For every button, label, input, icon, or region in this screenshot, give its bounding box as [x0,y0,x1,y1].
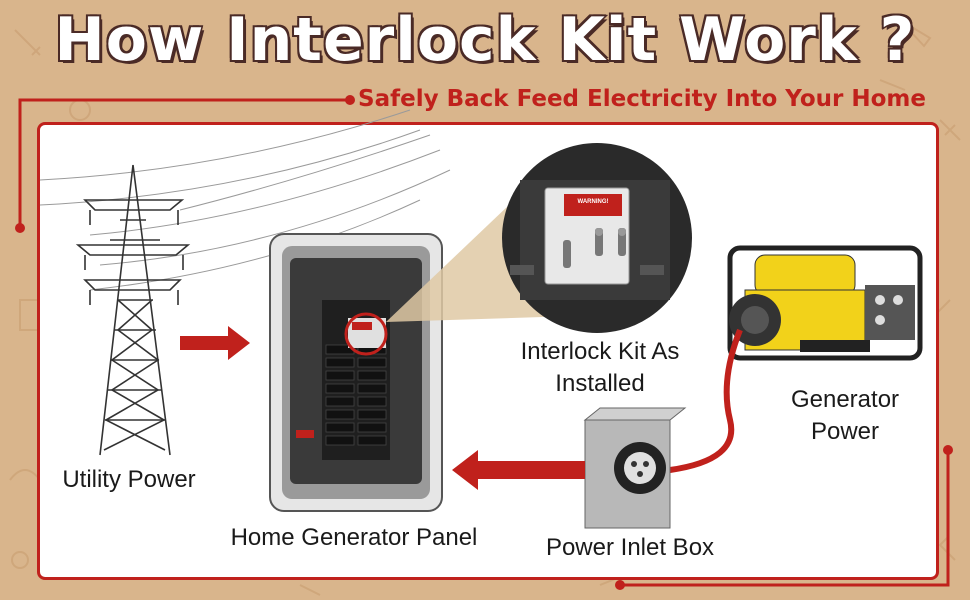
warning-sticker-text: WARNING! [578,199,609,205]
generator-power-label-line2: Power [810,418,880,445]
power-inlet-box-icon [583,407,687,529]
left-connector-line [18,98,350,228]
right-connector-dot-bottom [615,580,625,590]
left-connector-dot-bottom [15,223,25,233]
transmission-tower-icon [75,164,191,456]
interlock-zoom-icon: WARNING! [502,143,692,333]
right-connector-line [620,450,950,587]
generator-power-label-line1: Generator [790,386,900,413]
right-connector-dot-top [943,445,953,455]
utility-arrow-icon [180,326,250,360]
page-title: How Interlock Kit Work ? [53,4,916,77]
backfeed-arrow-icon [452,450,585,490]
diagram-panel [37,122,939,580]
power-inlet-box-label: Power Inlet Box [545,534,715,561]
left-connector-dot-top [345,95,355,105]
utility-power-label: Utility Power [62,466,196,493]
power-lines [39,109,451,291]
home-generator-panel-label: Home Generator Panel [230,524,478,551]
subtitle: Safely Back Feed Electricity Into Your H… [358,86,926,112]
interlock-highlight-circle [344,312,388,356]
electrical-panel-icon [269,233,443,512]
generator-cable [669,328,743,473]
interlock-kit-label-line1: Interlock Kit As [520,338,680,365]
interlock-kit-label-line2: Installed [555,370,645,397]
generator-icon [727,245,923,361]
